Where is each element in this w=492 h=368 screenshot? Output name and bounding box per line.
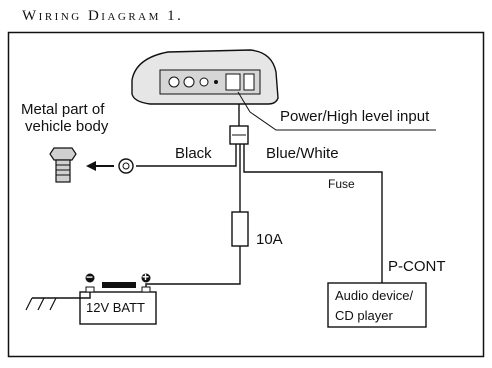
ground-wire	[32, 292, 91, 299]
audio-device-label: Audio device/	[335, 288, 414, 303]
ground-symbol-icon	[25, 297, 57, 311]
fuse-rating-label: 10A	[256, 231, 283, 248]
ground-arrow	[86, 161, 96, 171]
power-input-leader	[249, 111, 436, 131]
ring-terminal-icon	[118, 158, 134, 174]
blue-white-wire-label: Blue/White	[266, 145, 339, 162]
vehicle-body-label: vehicle body	[25, 118, 109, 135]
black-wire	[136, 144, 237, 167]
p-cont-label: P-CONT	[388, 258, 446, 275]
amplifier-unit	[131, 49, 279, 113]
diagram-title: Wiring Diagram 1.	[22, 8, 184, 24]
battery	[79, 273, 157, 325]
power-wire-lower	[145, 246, 241, 292]
cd-player-label: CD player	[335, 308, 393, 323]
battery-negative-icon	[85, 273, 95, 283]
power-input-label: Power/High level input	[280, 108, 430, 125]
diagram-frame	[7, 31, 485, 358]
black-wire-label: Black	[175, 145, 212, 162]
blue-white-wire	[243, 144, 383, 283]
audio-device-box	[327, 282, 427, 328]
metal-part-label: Metal part of	[21, 101, 105, 118]
fuse-label: Fuse	[328, 177, 355, 191]
bolt-icon	[49, 147, 77, 183]
fuse-holder	[231, 211, 249, 247]
battery-positive-label: +	[142, 270, 150, 284]
battery-label: 12V BATT	[86, 300, 146, 315]
battery-negative-label: −	[86, 270, 94, 284]
battery-positive-icon	[141, 273, 151, 283]
